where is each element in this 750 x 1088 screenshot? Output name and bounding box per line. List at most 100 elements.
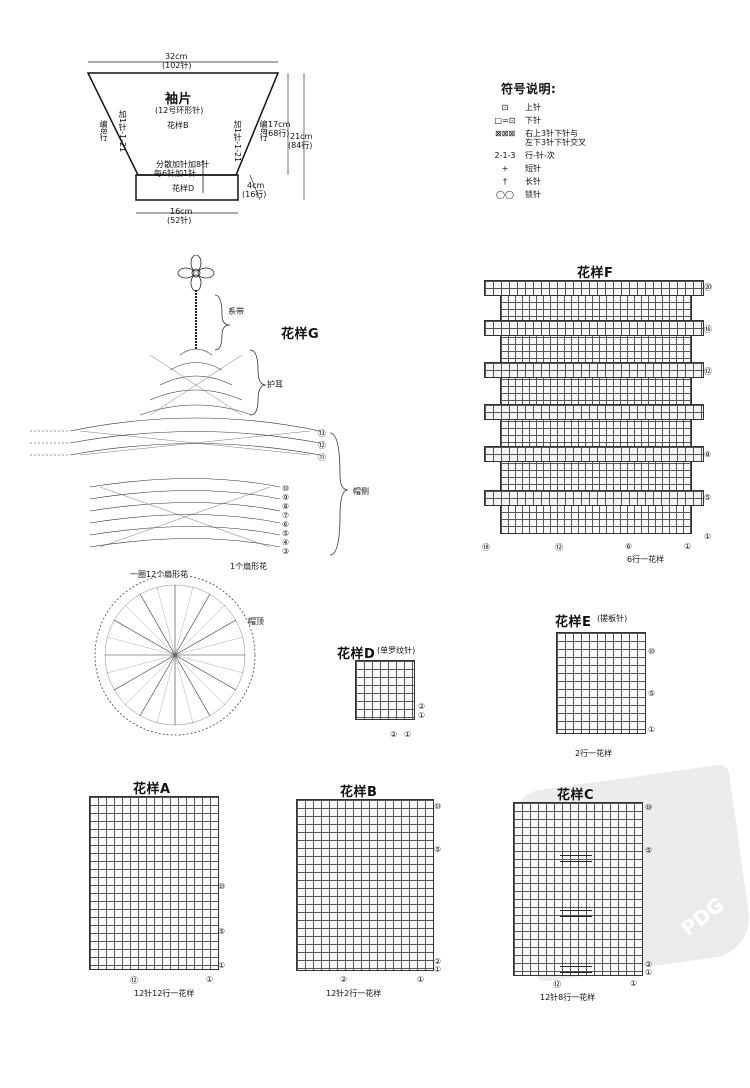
pattern-f-band	[484, 490, 704, 506]
sleeve-dist-note-1: 分散加针加8针	[156, 160, 210, 169]
cable-symbol: ⊠⊠⊠	[494, 129, 516, 138]
legend-label: 短针	[525, 164, 541, 173]
watermark-text: PDG	[676, 892, 730, 941]
legend-label: 行-针-次	[525, 151, 555, 160]
sleeve-title: 袖片	[165, 92, 193, 107]
pattern-f-band	[484, 362, 704, 378]
bottom-marker: ①	[684, 542, 692, 551]
row-marker: ⑤	[648, 689, 656, 698]
bottom-marker: ①	[404, 730, 412, 739]
ring-label: 一圈12个扇形花	[130, 570, 189, 579]
row-marker: ②	[418, 702, 426, 711]
pattern-a-repeat: 12针12行一花样	[134, 989, 195, 998]
legend-item: ⊡ 上针	[485, 103, 685, 112]
legend-item: † 长针	[485, 177, 685, 186]
sleeve-dist-note-2: 每6针加1针	[154, 169, 197, 178]
row-marker: ④	[282, 538, 290, 547]
sleeve-top-stitches: (102针)	[162, 61, 192, 70]
one-fan-label: 1个扇形花	[230, 562, 268, 571]
legend-list: ⊡ 上针 □=⊡ 下针 ⊠⊠⊠ 右上3针下针与 左下3针下针交叉 2-1-3 行…	[485, 103, 685, 199]
row-marker: ⑳	[704, 283, 712, 292]
row-marker: ⑩	[645, 803, 653, 812]
pattern-f-band	[484, 280, 704, 296]
row-marker: ⑩	[282, 484, 290, 493]
bottom-marker: ⑫	[555, 543, 563, 552]
sleeve-cuff-rows: (16行)	[242, 190, 267, 199]
cable-cross	[560, 966, 592, 973]
pattern-f-band	[484, 404, 704, 420]
hat-crown-chart	[94, 575, 256, 736]
pattern-f-band	[484, 446, 704, 462]
pattern-a-title: 花样A	[133, 782, 171, 797]
pattern-f-band	[484, 320, 704, 336]
sleeve-right-incr: 加1针-1-21	[233, 120, 242, 163]
crown-label: 帽顶	[248, 617, 264, 626]
row-count-symbol: 2-1-3	[494, 151, 516, 160]
sleeve-cuff-pattern: 花样D	[172, 184, 195, 193]
sleeve-subtitle: (12号环形针)	[155, 106, 204, 115]
legend-item: ◯◯ 锁针	[485, 190, 685, 199]
sleeve-total-height: 21cm	[290, 132, 313, 141]
row-marker: ⑥	[282, 520, 290, 529]
bottom-marker: ⑥	[625, 542, 633, 551]
sleeve-upper-rows: (68行)	[265, 129, 290, 138]
cable-cross	[560, 910, 592, 917]
pattern-b-grid	[296, 799, 434, 971]
row-marker: ①	[434, 965, 442, 974]
legend-label: 上针	[525, 103, 541, 112]
row-marker: ⑯	[704, 325, 712, 334]
bottom-marker: ⑫	[553, 980, 561, 989]
purl-symbol: ⊡	[501, 103, 509, 112]
pattern-c-grid	[513, 802, 643, 976]
flower-icon	[177, 255, 215, 292]
symbol-legend: 符号说明: ⊡ 上针 □=⊡ 下针 ⊠⊠⊠ 右上3针下针与 左下3针下针交叉 2…	[485, 80, 685, 203]
row-marker: ③	[282, 547, 290, 556]
sleeve-outline	[86, 61, 305, 214]
pattern-c-title: 花样C	[557, 788, 595, 803]
fan-rows	[69, 348, 321, 548]
knit-symbol: □=⊡	[494, 116, 516, 125]
cable-cross	[560, 855, 592, 862]
row-marker: ②	[434, 957, 442, 966]
pattern-e-grid	[556, 632, 646, 734]
sleeve-top-width: 32cm	[165, 52, 188, 61]
bottom-marker: ②	[340, 975, 348, 984]
sleeve-cuff-height: 4cm	[247, 181, 265, 190]
row-marker: ⑤	[434, 845, 442, 854]
row-marker: ⑩	[434, 802, 442, 811]
strap-label: 系带	[228, 307, 244, 316]
row-marker: ⑤	[704, 493, 712, 502]
legend-label: 右上3针下针与 左下3针下针交叉	[525, 129, 587, 147]
row-marker: ①	[704, 532, 712, 541]
earflap-label: 护耳	[267, 380, 283, 389]
chain-symbol: ◯◯	[496, 190, 514, 199]
sleeve-upper-height: 17cm	[268, 120, 291, 129]
legend-item: + 短针	[485, 164, 685, 173]
pattern-a-grid	[89, 796, 219, 970]
row-marker: ⑤	[645, 846, 653, 855]
legend-item: ⊠⊠⊠ 右上3针下针与 左下3针下针交叉	[485, 129, 685, 147]
row-marker: ⑪	[318, 453, 326, 462]
single-crochet-symbol: +	[501, 164, 509, 173]
bottom-marker: ①	[206, 975, 214, 984]
pattern-b-title: 花样B	[340, 785, 378, 800]
pattern-e-title: 花样E	[555, 615, 592, 630]
row-marker: ⑬	[318, 429, 326, 438]
legend-label: 长针	[525, 177, 541, 186]
bottom-marker: ①	[630, 979, 638, 988]
row-marker: ⑫	[704, 367, 712, 376]
row-marker: ⑧	[282, 502, 290, 511]
row-marker: ⑦	[282, 511, 290, 520]
double-crochet-symbol: †	[503, 177, 507, 186]
row-marker: ②	[645, 960, 653, 969]
pattern-e-note: (搓板针)	[597, 614, 628, 623]
sleeve-pattern: 花样B	[167, 121, 189, 130]
pattern-b-repeat: 12针2行一花样	[326, 989, 382, 998]
row-marker: ⑨	[282, 493, 290, 502]
bottom-marker: ⑱	[482, 543, 490, 552]
legend-title: 符号说明:	[501, 82, 557, 96]
sleeve-right-side: 编8行	[259, 120, 268, 142]
pattern-d-grid	[355, 660, 415, 720]
pattern-f-repeat: 6行一花样	[627, 555, 665, 564]
legend-item: 2-1-3 行-针-次	[485, 151, 685, 160]
